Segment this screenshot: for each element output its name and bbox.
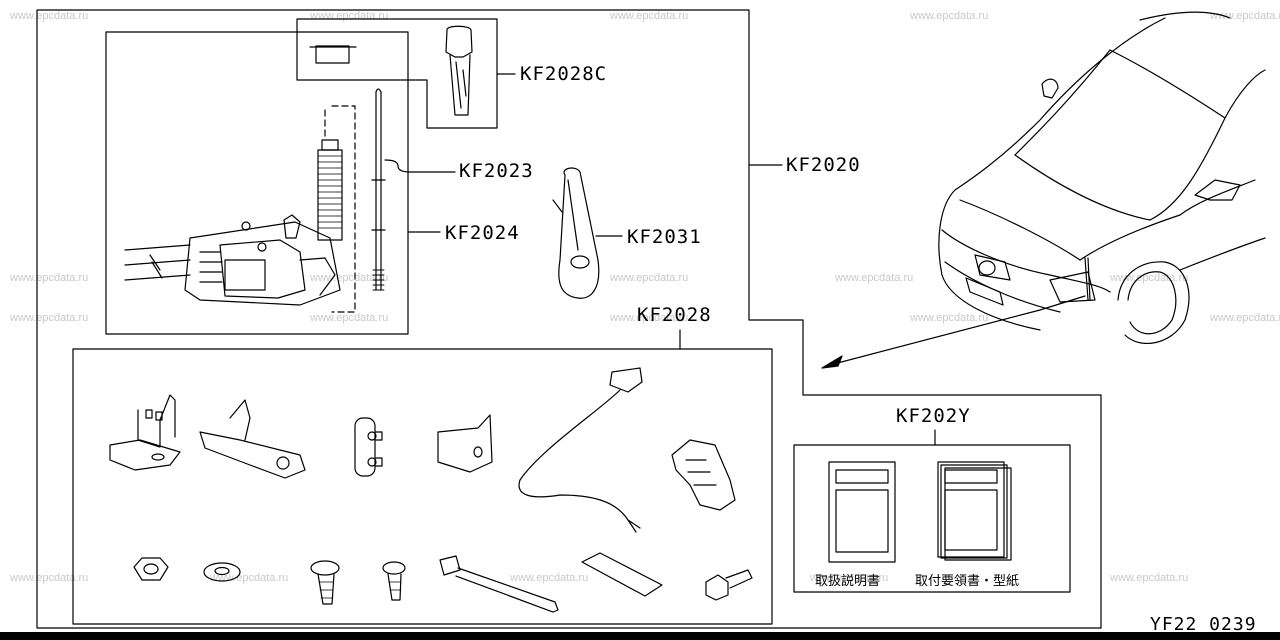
figure-id: YF22_0239 xyxy=(1150,614,1257,635)
fitting-kit-frame xyxy=(72,348,773,625)
dashed-guide xyxy=(331,105,356,313)
cable-tie-part xyxy=(439,555,559,613)
label-kf2028: KF2028 xyxy=(637,304,712,326)
watermark: www.epcdata.ru xyxy=(310,272,389,284)
nut-part xyxy=(133,557,169,581)
watermark: www.epcdata.ru xyxy=(210,572,289,584)
spacer-part xyxy=(354,417,383,477)
label-kf2024: KF2024 xyxy=(445,222,520,244)
harness-part xyxy=(518,367,643,533)
watermark: www.epcdata.ru xyxy=(610,272,689,284)
label-kf2028c: KF2028C xyxy=(520,63,608,85)
cap-part xyxy=(309,25,473,116)
foam-pad-part xyxy=(581,552,663,597)
bolt-part xyxy=(705,569,753,601)
washer-part xyxy=(203,562,241,582)
watermark: www.epcdata.ru xyxy=(10,272,89,284)
screw-part-1 xyxy=(310,560,340,605)
handling-manual-icon xyxy=(828,461,896,563)
antenna-rod xyxy=(371,88,386,291)
label-kf2020: KF2020 xyxy=(786,154,861,176)
bottom-bar xyxy=(0,632,1280,640)
grommet-part xyxy=(552,167,600,299)
watermark: www.epcdata.ru xyxy=(10,572,89,584)
clip-bracket xyxy=(437,414,493,473)
manuals-frame xyxy=(793,444,1071,593)
watermark: www.epcdata.ru xyxy=(1110,272,1189,284)
label-kf202y: KF202Y xyxy=(896,405,971,427)
watermark: www.epcdata.ru xyxy=(510,572,589,584)
watermark: www.epcdata.ru xyxy=(610,10,689,22)
label-handling-manual: 取扱説明書 xyxy=(815,574,881,589)
arrow-pointer xyxy=(821,295,1086,369)
watermark: www.epcdata.ru xyxy=(10,312,89,324)
connector-clip xyxy=(671,439,736,511)
watermark: www.epcdata.ru xyxy=(910,312,989,324)
watermark: www.epcdata.ru xyxy=(810,572,889,584)
watermark: www.epcdata.ru xyxy=(835,272,914,284)
watermark: www.epcdata.ru xyxy=(610,312,689,324)
cap-frame xyxy=(296,18,498,129)
motor-assembly xyxy=(124,139,343,306)
bracket-2 xyxy=(199,399,306,479)
main-kit-frame xyxy=(36,9,1102,629)
screw-part-2 xyxy=(382,561,406,601)
label-kf2023: KF2023 xyxy=(459,160,534,182)
bracket-1 xyxy=(109,394,181,471)
watermark: www.epcdata.ru xyxy=(1210,312,1280,324)
watermark: www.epcdata.ru xyxy=(10,10,89,22)
watermark: www.epcdata.ru xyxy=(910,10,989,22)
install-manual-icon xyxy=(937,461,1012,561)
watermark: www.epcdata.ru xyxy=(310,312,389,324)
assembly-frame xyxy=(105,31,409,335)
label-install-manual: 取付要領書・型紙 xyxy=(915,574,1020,589)
car-illustration xyxy=(938,11,1266,344)
label-kf2031: KF2031 xyxy=(627,226,702,248)
leader-kf2023 xyxy=(384,159,456,173)
watermark: www.epcdata.ru xyxy=(1210,10,1280,22)
watermark: www.epcdata.ru xyxy=(1110,572,1189,584)
